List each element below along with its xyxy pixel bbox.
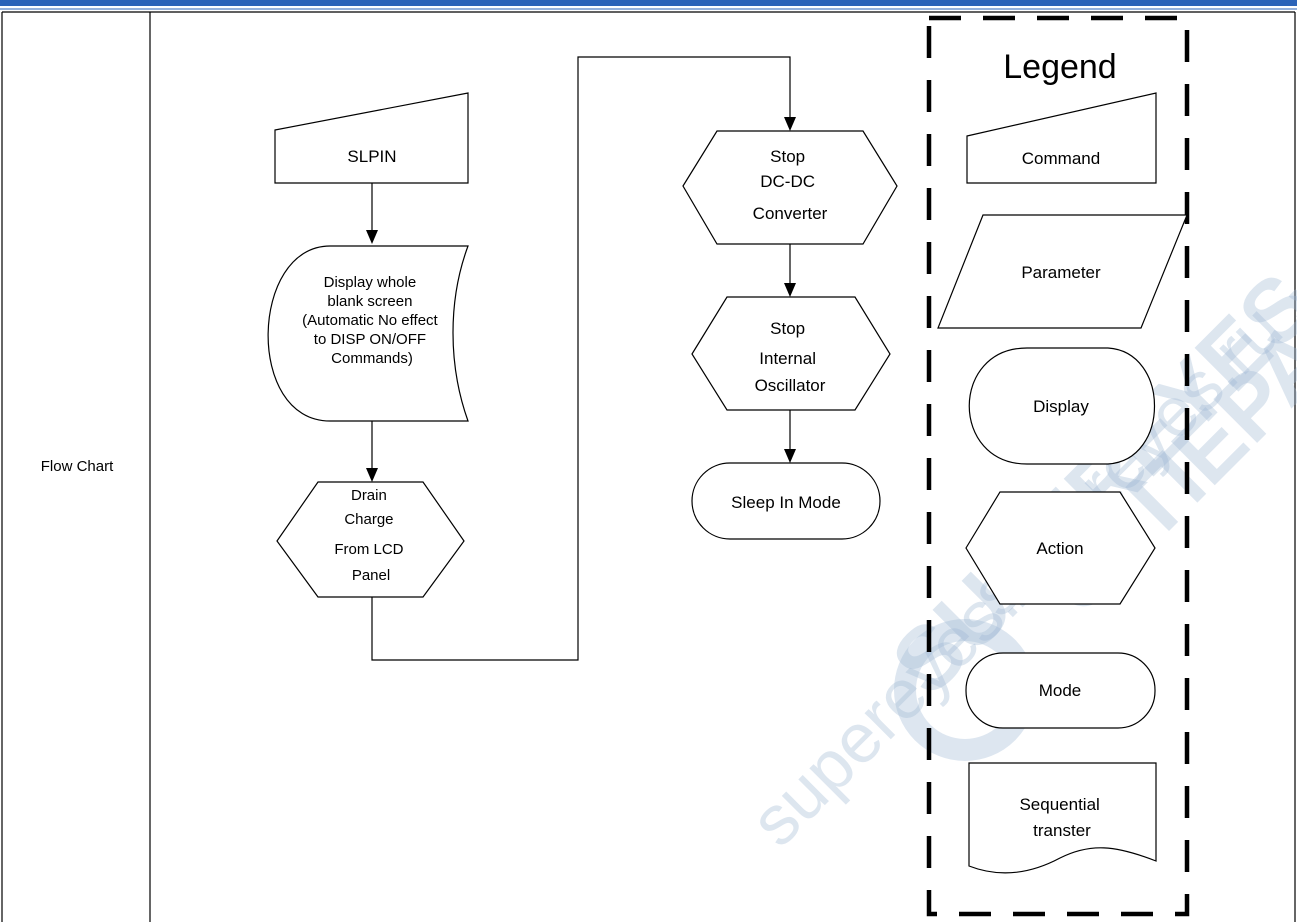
svg-text:Sleep In Mode: Sleep In Mode	[731, 493, 841, 512]
svg-text:Display: Display	[1033, 397, 1089, 416]
row-label: Flow Chart	[41, 458, 114, 475]
svg-text:Mode: Mode	[1039, 681, 1082, 700]
header-bar	[0, 0, 1297, 6]
legend-action: Action	[965, 491, 1156, 605]
sleep-in-mode-node: Sleep In Mode	[691, 462, 881, 540]
svg-text:Legend: Legend	[1003, 48, 1116, 86]
svg-text:Stop Internal Osci: Stop Internal Oscillator	[755, 319, 826, 395]
table-frame	[1, 11, 1296, 922]
legend-sequential: Sequential transter	[968, 762, 1157, 874]
slpin-command: SLPIN	[274, 92, 469, 184]
legend-display: Display	[968, 347, 1156, 465]
legend-mode: Mode	[965, 652, 1156, 729]
legend: Legend Command Parameter Display Action …	[926, 15, 1190, 917]
svg-text:Display whole blank scre: Display whole blank screen (Automatic No…	[302, 274, 442, 367]
display-node: Display whole blank screen (Automatic No…	[267, 245, 469, 422]
svg-text:Parameter: Parameter	[1021, 263, 1101, 282]
svg-text:Command: Command	[1022, 149, 1100, 168]
stop-dcdc-node: Stop DC-DC Converter	[682, 130, 898, 245]
stop-oscillator-node: Stop Internal Oscillator	[691, 296, 891, 411]
svg-text:SLPIN: SLPIN	[347, 147, 396, 166]
legend-parameter: Parameter	[937, 214, 1188, 329]
drain-charge-node: Drain Charge From LCD Panel	[276, 481, 465, 598]
svg-text:Stop DC-DC Convert: Stop DC-DC Converter	[753, 147, 828, 223]
svg-text:Drain Charge From: Drain Charge From LCD Panel	[334, 487, 407, 584]
svg-text:Sequential transter: Sequential transter	[1019, 795, 1104, 840]
legend-command: Command	[966, 92, 1157, 184]
svg-text:Action: Action	[1036, 539, 1083, 558]
